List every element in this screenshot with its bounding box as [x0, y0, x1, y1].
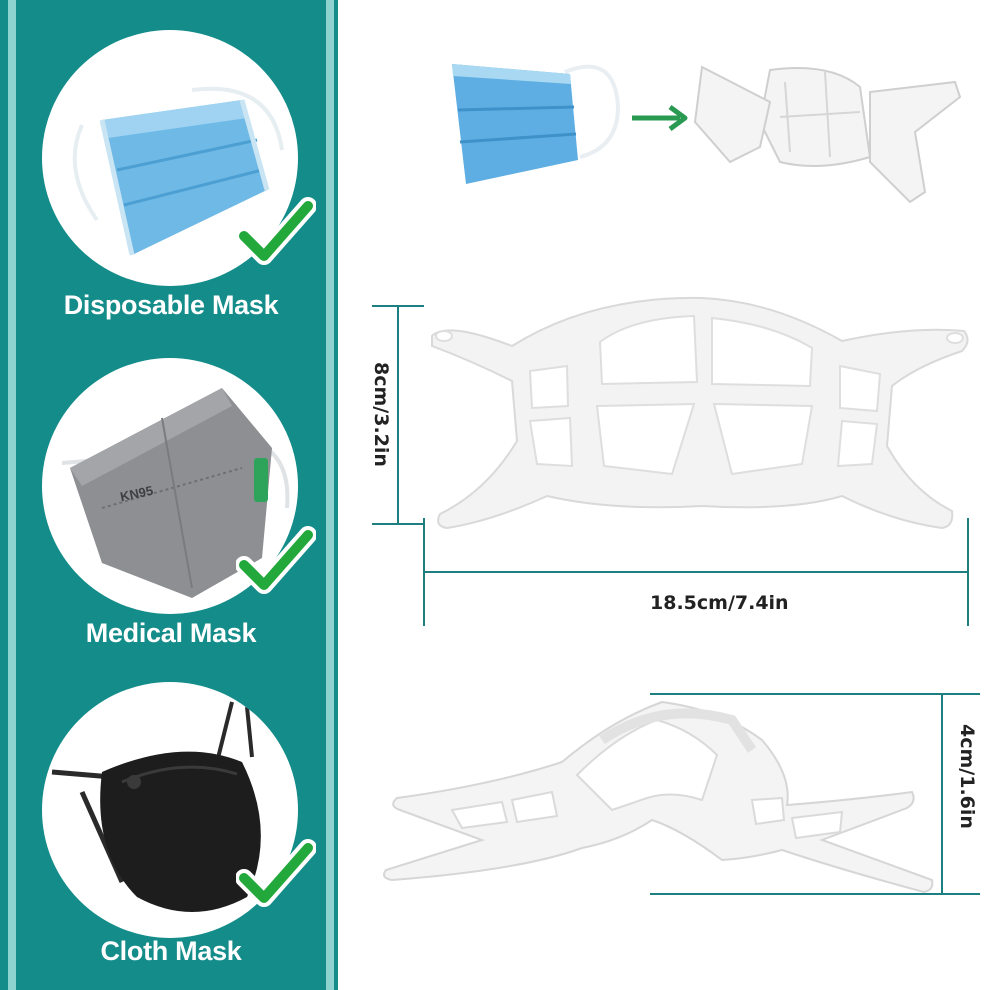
bracket-side	[383, 700, 934, 894]
panel-stripe-left	[8, 0, 16, 990]
ear-loop	[564, 64, 621, 159]
bracket-large	[431, 296, 969, 530]
bracket-small	[693, 65, 962, 204]
check-icon	[236, 197, 316, 265]
check-icon	[236, 526, 316, 594]
bracket-side-view	[383, 693, 980, 895]
mask-label-cloth: Cloth Mask	[100, 936, 242, 966]
blue-mask	[452, 64, 578, 184]
panel-stripe-right	[326, 0, 334, 990]
mask-label-medical: Medical Mask	[85, 618, 257, 648]
width-label: 18.5cm/7.4in	[650, 592, 789, 614]
height-label: 8cm/3.2in	[370, 362, 392, 467]
kn95-mask-image: KN95	[42, 358, 298, 614]
depth-label: 4cm/1.6in	[956, 724, 978, 829]
mask-label-disposable: Disposable Mask	[63, 290, 279, 320]
usage-illustration	[452, 64, 962, 204]
disposable-mask-image	[42, 30, 298, 286]
check-icon	[236, 839, 316, 907]
bracket-front-view	[372, 296, 969, 626]
